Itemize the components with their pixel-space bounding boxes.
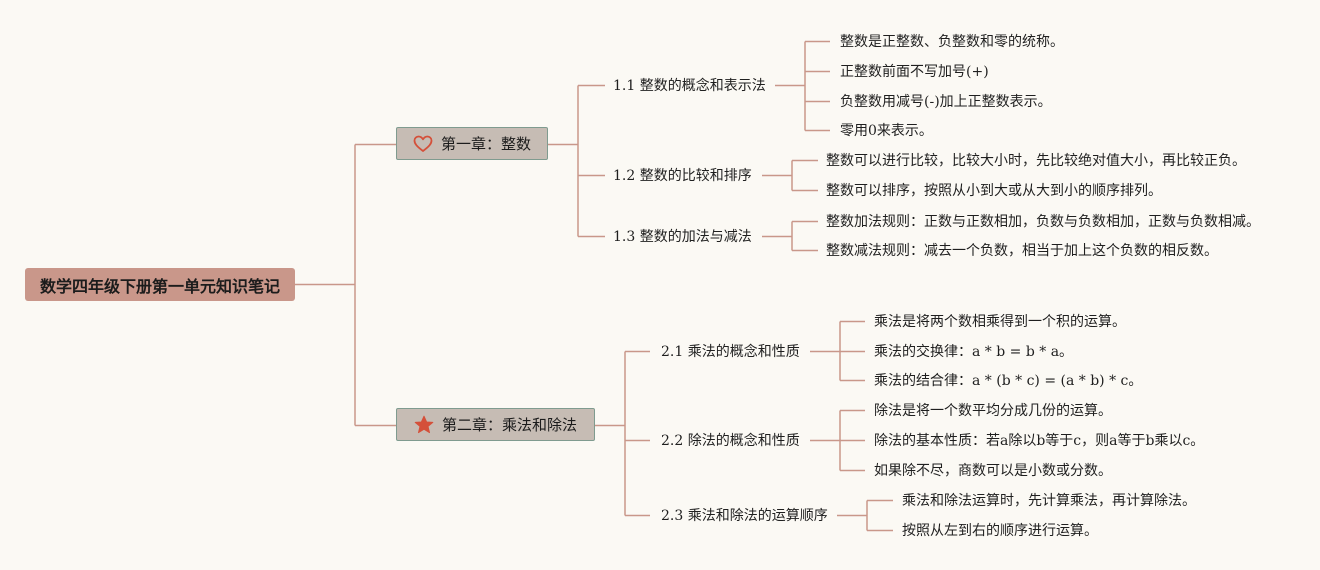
heart-icon [413,134,433,154]
section-2-1[interactable]: 2.1 乘法的概念和性质 [661,344,800,360]
connector-sec-2-3 [837,499,893,532]
leaf-2-2-1[interactable]: 除法是将一个数平均分成几份的运算。 [874,403,1112,419]
section-1-2[interactable]: 1.2 整数的比较和排序 [613,168,752,184]
section-1-3[interactable]: 1.3 整数的加法与减法 [613,229,752,245]
chapter-1-node[interactable]: 第一章：整数 [396,127,548,160]
leaf-1-1-4[interactable]: 零用0来表示。 [840,123,933,139]
connector-sec-1-3 [762,220,818,252]
leaf-1-2-1[interactable]: 整数可以进行比较，比较大小时，先比较绝对值大小，再比较正负。 [826,153,1246,169]
leaf-1-3-2[interactable]: 整数减法规则：减去一个负数，相当于加上这个负数的相反数。 [826,243,1218,259]
leaf-2-2-2[interactable]: 除法的基本性质：若a除以b等于c，则a等于b乘以c。 [874,433,1205,449]
chapter-1-title: 第一章：整数 [440,135,531,153]
connector-ch2 [595,350,650,517]
leaf-1-1-1[interactable]: 整数是正整数、负整数和零的统称。 [840,34,1064,50]
connector-sec-2-2 [810,409,865,472]
section-2-2[interactable]: 2.2 除法的概念和性质 [661,433,800,449]
section-2-3[interactable]: 2.3 乘法和除法的运算顺序 [661,508,828,524]
section-1-1[interactable]: 1.1 整数的概念和表示法 [613,78,766,94]
leaf-2-3-2[interactable]: 按照从左到右的顺序进行运算。 [902,523,1098,539]
leaf-1-2-2[interactable]: 整数可以排序，按照从小到大或从大到小的顺序排列。 [826,183,1162,199]
chapter-2-title: 第二章：乘法和除法 [441,416,577,434]
leaf-1-1-3[interactable]: 负整数用减号(-)加上正整数表示。 [840,94,1052,110]
root-title: 数学四年级下册第一单元知识笔记 [39,276,280,296]
leaf-2-1-3[interactable]: 乘法的结合律：a * (b * c) = (a * b) * c。 [874,373,1143,389]
leaf-1-3-1[interactable]: 整数加法规则：正数与正数相加，负数与负数相加，正数与负数相减。 [826,214,1260,230]
connector-root [295,143,396,427]
connector-ch1 [548,84,605,238]
connector-sec-1-1 [775,40,830,132]
leaf-1-1-2[interactable]: 正整数前面不写加号(+) [840,64,989,80]
connector-sec-1-2 [762,159,818,192]
leaf-2-1-2[interactable]: 乘法的交换律：a * b = b * a。 [874,344,1074,360]
chapter-2-node[interactable]: 第二章：乘法和除法 [396,408,595,441]
leaf-2-2-3[interactable]: 如果除不尽，商数可以是小数或分数。 [874,463,1112,479]
connector-sec-2-1 [810,320,865,382]
root-node[interactable]: 数学四年级下册第一单元知识笔记 [25,268,295,301]
star-icon [414,415,434,435]
leaf-2-3-1[interactable]: 乘法和除法运算时，先计算乘法，再计算除法。 [902,493,1196,509]
leaf-2-1-1[interactable]: 乘法是将两个数相乘得到一个积的运算。 [874,314,1126,330]
